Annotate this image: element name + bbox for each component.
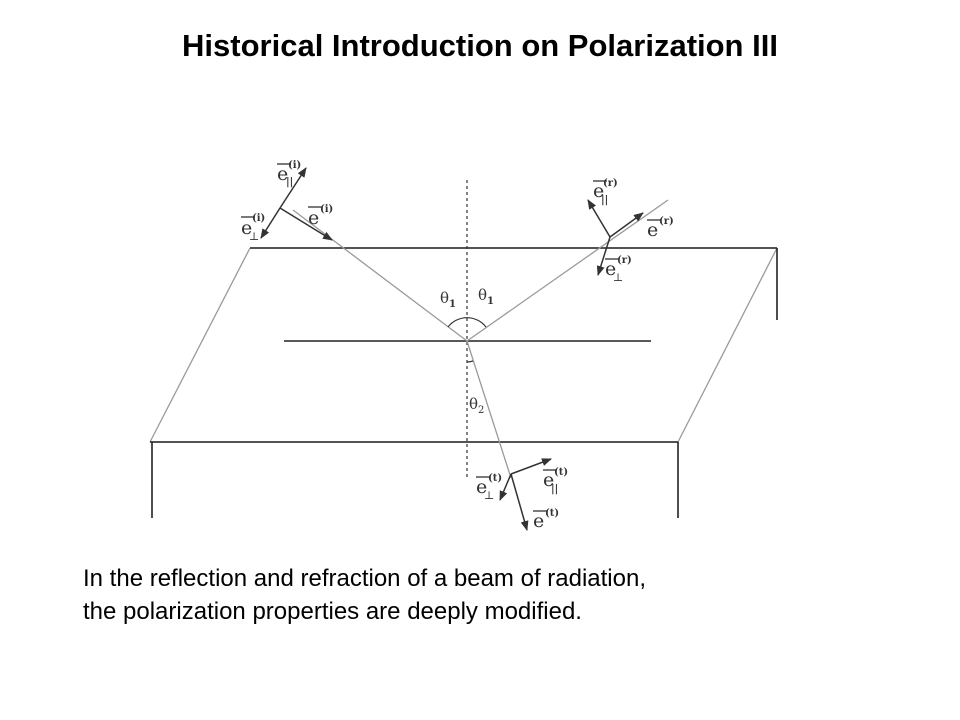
e-transmitted-label: e — [533, 510, 544, 532]
e-perp-reflected-arrow — [596, 236, 611, 276]
e-perp-transmitted-arrow — [499, 473, 512, 501]
e-overbars — [241, 163, 661, 512]
e-perp-incident-label: e — [241, 217, 252, 239]
svg-text:⊥: ⊥ — [613, 271, 623, 284]
transmitted-labels: e || (t) e ⊥ (t) e (t) — [476, 467, 568, 532]
e-parallel-reflected-arrow — [587, 199, 611, 238]
plane-left-edge — [149, 247, 251, 443]
e-reflected-arrow — [609, 212, 644, 238]
reflected-ray — [466, 199, 669, 342]
e-perp-incident-arrow — [260, 207, 281, 239]
svg-text:(i): (i) — [252, 213, 265, 224]
transmitted-ray — [466, 340, 512, 479]
svg-text:(r): (r) — [603, 178, 618, 189]
e-transmitted-arrow — [510, 473, 529, 531]
interface-plane — [149, 247, 778, 443]
slide-title: Historical Introduction on Polarization … — [182, 28, 778, 63]
e-parallel-transmitted-label: e — [543, 469, 554, 491]
e-perp-transmitted-label: e — [476, 476, 487, 498]
incident-vectors — [260, 167, 333, 241]
e-parallel-incident-label: e — [277, 163, 288, 185]
caption-line-2: the polarization properties are deeply m… — [83, 598, 582, 625]
incident-labels: e || (i) e (i) e ⊥ (i) — [241, 160, 333, 243]
caption-line-1: In the reflection and refraction of a be… — [83, 565, 647, 592]
slab-edges — [150, 247, 778, 518]
svg-text:(t): (t) — [545, 508, 559, 519]
theta2-arc — [466, 360, 474, 363]
theta2-label: θ2 — [469, 395, 484, 416]
angle-labels: θ1 θ1 θ2 — [440, 286, 494, 416]
e-incident-arrow — [279, 207, 333, 241]
e-parallel-incident-arrow — [279, 167, 307, 209]
svg-text:||: || — [551, 484, 558, 495]
reflected-vectors — [587, 199, 644, 276]
svg-text:(t): (t) — [554, 467, 568, 478]
theta1-left-label: θ1 — [440, 289, 456, 310]
svg-text:||: || — [286, 177, 293, 188]
e-parallel-reflected-label: e — [593, 180, 604, 202]
svg-text:(r): (r) — [659, 216, 674, 227]
reflected-labels: e || (r) e (r) e ⊥ (r) — [593, 178, 674, 284]
e-incident-label: e — [308, 207, 319, 229]
e-perp-reflected-label: e — [605, 258, 616, 280]
svg-text:(t): (t) — [488, 473, 502, 484]
svg-text:⊥: ⊥ — [484, 489, 494, 502]
e-parallel-transmitted-arrow — [510, 458, 552, 475]
svg-text:⊥: ⊥ — [249, 230, 259, 243]
incident-ray — [292, 209, 468, 342]
svg-text:||: || — [601, 195, 608, 206]
plane-right-edge — [677, 247, 778, 443]
svg-text:(i): (i) — [320, 204, 333, 215]
svg-text:(r): (r) — [617, 255, 632, 266]
svg-text:(i): (i) — [288, 160, 301, 171]
theta1-right-label: θ1 — [478, 286, 494, 307]
theta1-arc — [447, 317, 487, 328]
transmitted-vectors — [499, 458, 552, 531]
slide-caption: In the reflection and refraction of a be… — [83, 562, 903, 628]
e-reflected-label: e — [647, 219, 658, 241]
